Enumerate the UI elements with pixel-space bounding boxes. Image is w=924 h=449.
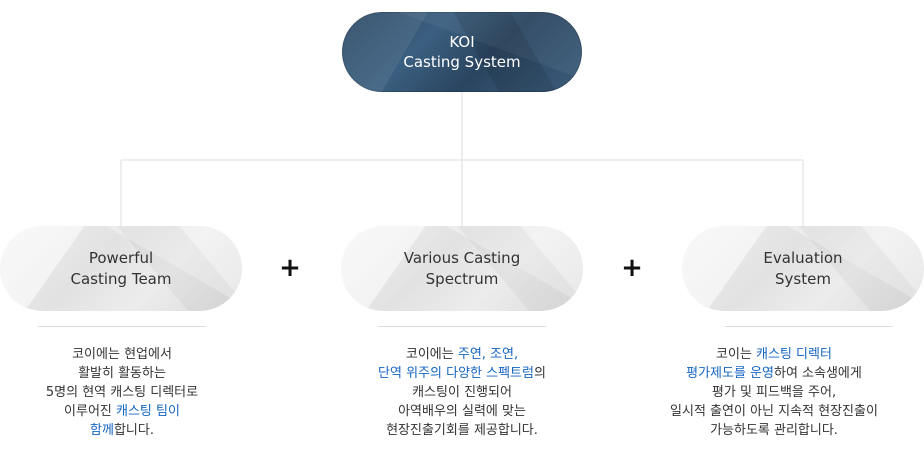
description-line: 일시적 출연이 아닌 지속적 현장진출이 [624, 402, 924, 421]
divider-casting-team [38, 326, 206, 327]
divider-evaluation-system [725, 326, 893, 327]
description-line: 코이는 캐스팅 디렉터 [624, 345, 924, 364]
node-casting-team: Powerful Casting Team [0, 226, 242, 311]
description-line: 단역 위주의 다양한 스펙트럼의 [312, 364, 612, 383]
description-line: 5명의 현역 캐스팅 디렉터로 [0, 383, 272, 402]
node-casting-spectrum-title-line2: Spectrum [425, 269, 499, 288]
description-line: 아역배우의 실력에 맞는 [312, 402, 612, 421]
root-node-title-line2: Casting System [403, 53, 521, 71]
description-text: 현장진출기회를 제공합니다. [386, 423, 538, 438]
description-line: 가능하도록 관리합니다. [624, 421, 924, 440]
description-text: 아역배우의 실력에 맞는 [398, 404, 526, 419]
description-line: 현장진출기회를 제공합니다. [312, 421, 612, 440]
root-node: KOI Casting System [342, 12, 582, 92]
description-text: 5명의 현역 캐스팅 디렉터로 [45, 385, 199, 400]
description-line: 코이에는 주연, 조연, [312, 345, 612, 364]
description-text: 코이는 [716, 347, 757, 362]
description-text: 가능하도록 관리합니다. [710, 423, 838, 438]
node-evaluation-system-title-line1: Evaluation [763, 248, 843, 267]
description-line: 함께합니다. [0, 421, 272, 440]
description-line: 이루어진 캐스팅 팀이 [0, 402, 272, 421]
node-casting-spectrum-title-line1: Various Casting [403, 248, 521, 267]
plus-operator-2: + [621, 253, 643, 283]
highlighted-text: 캐스팅 디렉터 [756, 347, 832, 362]
description-text: 활발히 활동하는 [78, 366, 166, 381]
root-node-title-line1: KOI [449, 33, 475, 51]
highlighted-text: 평가제도를 운영 [686, 366, 774, 381]
description-text: 코이에는 [405, 347, 458, 362]
highlighted-text: 단역 위주의 다양한 스펙트럼 [378, 366, 534, 381]
description-text: 하여 소속생에게 [774, 366, 862, 381]
node-casting-team-title-line2: Casting Team [70, 269, 172, 288]
highlighted-text: 캐스팅 팀이 [116, 404, 180, 419]
description-text: 일시적 출연이 아닌 지속적 현장진출이 [670, 404, 878, 419]
description-text: 평가 및 피드백을 주어, [711, 385, 837, 400]
divider-casting-spectrum [378, 326, 546, 327]
description-text: 이루어진 [64, 404, 117, 419]
description-text: 합니다. [113, 423, 154, 438]
description-line: 활발히 활동하는 [0, 364, 272, 383]
node-casting-team-title-line1: Powerful [88, 248, 154, 267]
description-text: 캐스팅이 진행되어 [412, 385, 512, 400]
description-line: 평가 및 피드백을 주어, [624, 383, 924, 402]
description-line: 평가제도를 운영하여 소속생에게 [624, 364, 924, 383]
description-text: 코이에는 현업에서 [72, 347, 172, 362]
description-text: 의 [533, 366, 546, 381]
node-evaluation-system: Evaluation System [682, 226, 924, 311]
node-casting-spectrum: Various Casting Spectrum [341, 226, 583, 311]
plus-operator-1: + [279, 253, 301, 283]
highlighted-text: 함께 [90, 423, 114, 438]
highlighted-text: 주연, 조연, [457, 347, 519, 362]
description-line: 캐스팅이 진행되어 [312, 383, 612, 402]
node-evaluation-system-title-line2: System [775, 269, 831, 288]
description-line: 코이에는 현업에서 [0, 345, 272, 364]
